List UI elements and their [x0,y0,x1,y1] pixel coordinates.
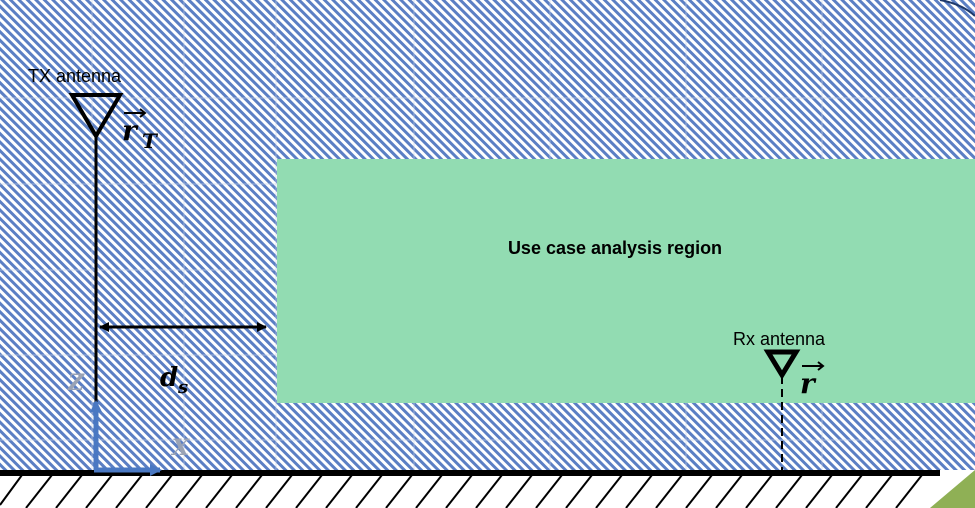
tx-antenna-icon [68,93,124,140]
rx-position-label: r [800,361,825,400]
svg-text:d: d [160,363,178,393]
tx-antenna-label: TX antenna [28,66,122,86]
svg-text:T: T [142,129,159,153]
x-axis-label: X [170,435,190,461]
ground-hatching [0,474,923,508]
tx-position-label: r T [122,108,159,153]
svg-text:r: r [800,367,817,400]
svg-text:r: r [122,114,139,147]
corner-stripe-dark [930,470,975,508]
region-label: Use case analysis region [508,238,722,258]
rx-antenna-label: Rx antenna [733,329,826,349]
below-ground-area [0,470,975,508]
z-axis-label: Z [67,370,85,396]
distance-label: d s [160,363,188,398]
rx-antenna-icon [763,349,801,380]
corner-curve [939,0,975,17]
analysis-region [277,159,975,403]
svg-text:s: s [177,377,188,398]
